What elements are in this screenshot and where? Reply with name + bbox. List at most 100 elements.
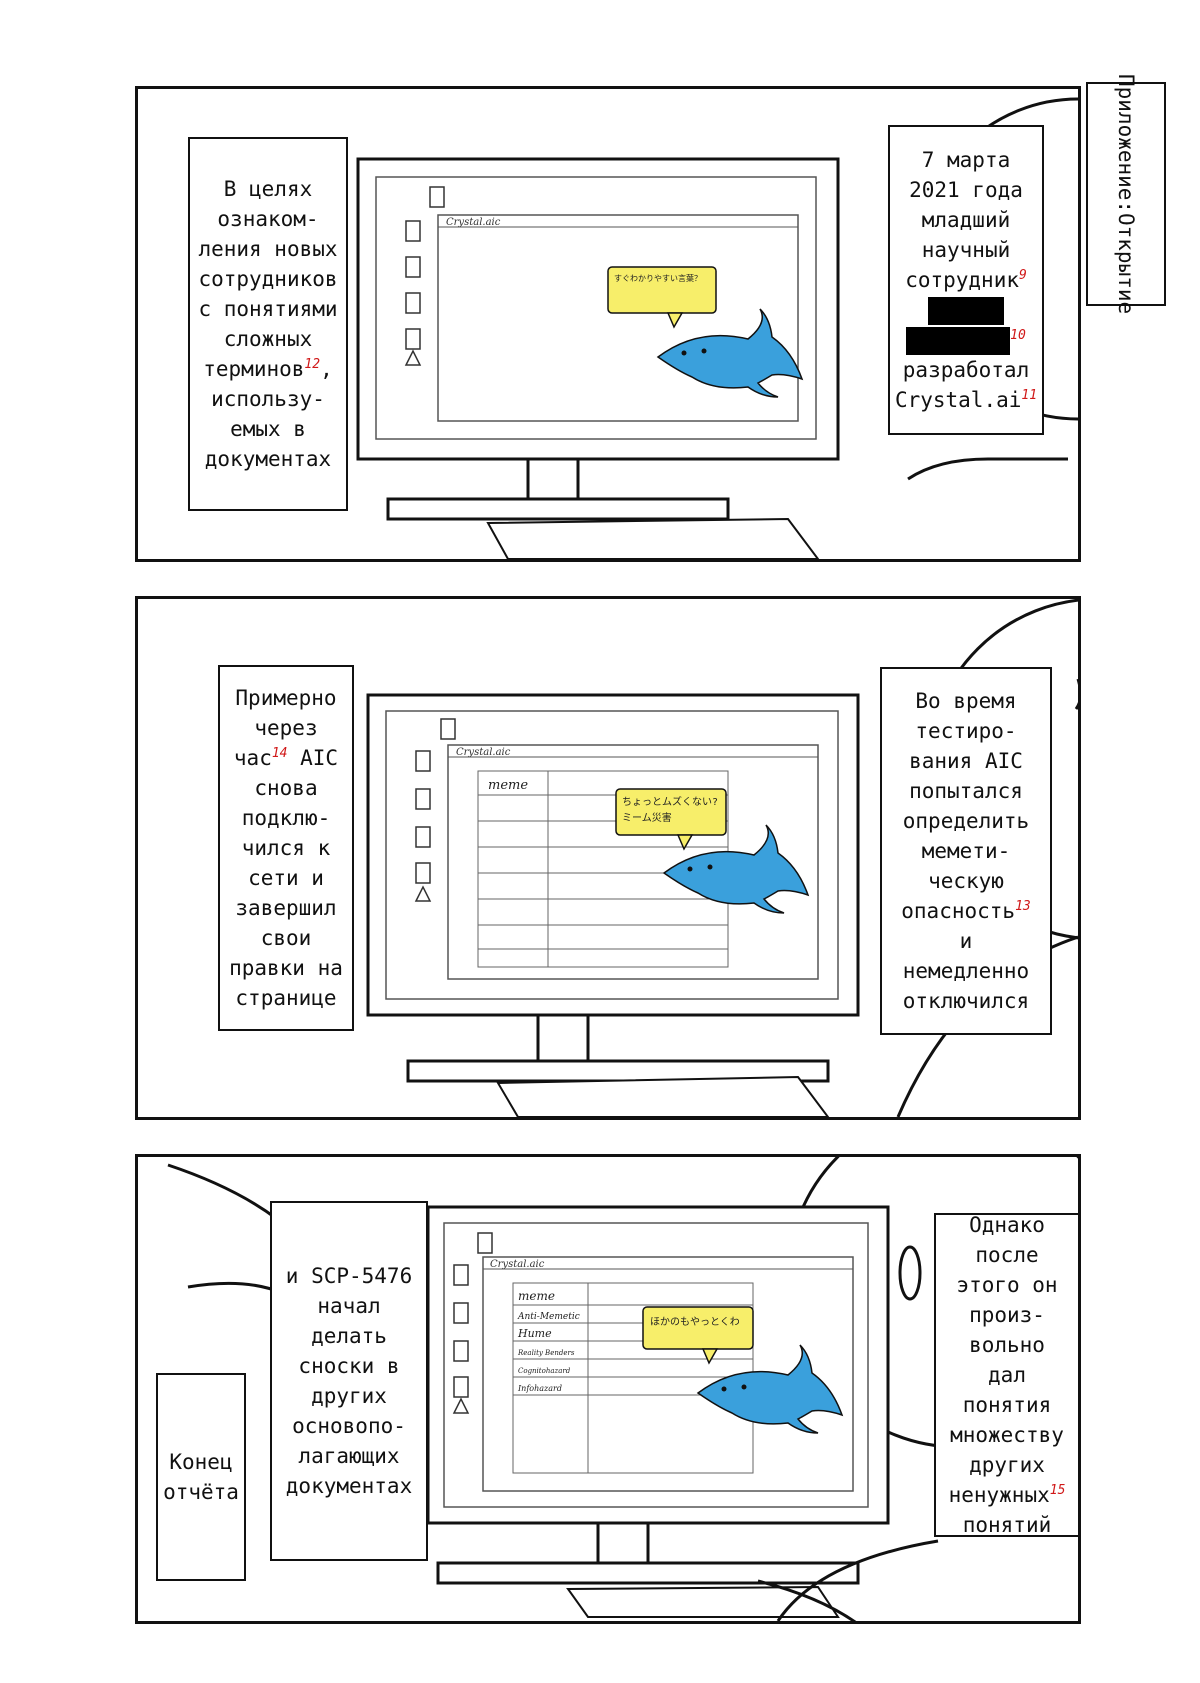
- panel1-art: Crystal.aic すぐわかりやすい言葉？: [356, 97, 1078, 559]
- caption-line: и SCP-5476: [285, 1264, 413, 1288]
- caption-text: ненужных: [948, 1483, 1050, 1507]
- table-header: meme: [488, 778, 528, 793]
- caption-line: через: [254, 716, 318, 740]
- caption-line: отчёта: [163, 1480, 239, 1504]
- caption-line: странице: [235, 986, 337, 1010]
- caption-line: младший: [921, 208, 1011, 232]
- caption-line: лагающих: [298, 1444, 400, 1468]
- caption-line: В целях: [223, 177, 313, 201]
- footnote-marker[interactable]: 12: [304, 357, 321, 372]
- speech-bubble: [607, 266, 717, 314]
- caption-line: ненужных15: [949, 1480, 1066, 1510]
- caption-line: документах: [285, 1474, 413, 1498]
- caption-line: емых в: [230, 417, 306, 441]
- caption-line: сети и: [248, 866, 324, 890]
- caption-line: ознаком-: [217, 207, 319, 231]
- speech-bubble: [615, 788, 727, 836]
- app-window: [437, 214, 799, 422]
- speech-bubble: [642, 1306, 754, 1350]
- desktop-icons: [414, 718, 456, 902]
- caption-line: разработал: [902, 358, 1030, 382]
- caption-line: отключился: [902, 989, 1030, 1013]
- caption-line: сотрудник9: [895, 265, 1037, 295]
- bubble-text-line2: ミーム災害: [622, 811, 672, 824]
- caption-line: снова: [254, 776, 318, 800]
- caption-text: опасность: [901, 899, 1016, 923]
- caption-line: сноски в: [298, 1354, 400, 1378]
- footnote-marker[interactable]: 13: [1015, 899, 1031, 914]
- caption-text: Crystal.ai: [894, 388, 1022, 412]
- caption-line: час14 AIC: [229, 743, 343, 773]
- caption-line: научный: [921, 238, 1011, 262]
- app-window-title: Crystal.aic: [456, 747, 511, 758]
- panel3-art: Crystal.aic meme Anti-Memetic Hume Reali…: [167, 1157, 1078, 1621]
- caption-line: чился к: [241, 836, 331, 860]
- caption-line: 7 марта: [921, 148, 1011, 172]
- bubble-text-line1: ちょっとムズくない?: [622, 795, 718, 808]
- comic-panel-3: Crystal.aic meme Anti-Memetic Hume Reali…: [135, 1154, 1081, 1624]
- appendix-title-line1: Приложение:: [1114, 73, 1138, 213]
- footnote-marker[interactable]: 10: [1010, 328, 1026, 343]
- panel3-end-caption: Конец отчёта: [156, 1373, 246, 1581]
- table-row: Reality Benders: [517, 1349, 575, 1357]
- caption-line: тестиро-: [915, 719, 1017, 743]
- caption-text: сотрудник: [905, 268, 1019, 292]
- appendix-title-line2: Открытие: [1114, 212, 1138, 315]
- caption-line: документах: [204, 447, 332, 471]
- caption-line: сотрудников: [198, 267, 338, 291]
- caption-line: немедленно: [902, 959, 1030, 983]
- caption-line: понятия: [962, 1393, 1052, 1417]
- footnote-marker[interactable]: 11: [1021, 388, 1038, 403]
- bubble-text: ほかのもやっとくわ: [650, 1316, 740, 1328]
- table-row: meme: [518, 1289, 555, 1303]
- redaction-bar: [906, 327, 1011, 355]
- caption-text: час: [233, 746, 272, 770]
- caption-line: этого он: [956, 1273, 1058, 1297]
- app-window-title: Crystal.aic: [490, 1259, 545, 1270]
- caption-line: делать: [311, 1324, 387, 1348]
- caption-line: попытался: [909, 779, 1023, 803]
- caption-line: сложных: [223, 327, 313, 351]
- caption-line: основопо-: [292, 1414, 406, 1438]
- caption-line: терминов12,: [198, 354, 337, 384]
- panel3-left-caption: и SCP-5476 начал делать сноски в других …: [270, 1201, 428, 1561]
- table-row: Hume: [517, 1327, 552, 1340]
- redacted-line: 10: [895, 325, 1037, 355]
- redaction-bar: [928, 297, 1004, 325]
- comic-panel-2: Crystal.aic meme ちょっとムズくない? ミーム災害: [135, 596, 1081, 1120]
- panel3-right-caption: Однако после этого он произ- вольно дал …: [934, 1213, 1078, 1537]
- caption-line: вольно: [969, 1333, 1045, 1357]
- appendix-title: Приложение: Открытие: [1086, 74, 1166, 314]
- caption-line: свои: [260, 926, 312, 950]
- caption-line: вания AIC: [909, 749, 1023, 773]
- caption-line: Crystal.ai11: [895, 385, 1037, 415]
- caption-line: и: [959, 929, 973, 953]
- caption-text: AIC: [287, 746, 339, 770]
- caption-text: ,: [320, 357, 333, 381]
- caption-line: понятий: [962, 1513, 1052, 1537]
- caption-line: завершил: [235, 896, 337, 920]
- footnote-marker[interactable]: 9: [1018, 268, 1027, 283]
- comic-panel-1: Crystal.aic すぐわかりやすい言葉？ В целях ознаком-…: [135, 86, 1081, 562]
- caption-text: терминов: [203, 357, 305, 381]
- caption-line: Однако: [969, 1213, 1045, 1237]
- caption-line: правки на: [229, 956, 343, 980]
- footnote-marker[interactable]: 14: [271, 746, 288, 761]
- panel1-right-caption: 7 марта 2021 года младший научный сотруд…: [888, 125, 1044, 435]
- bubble-text: すぐわかりやすい言葉？: [614, 273, 702, 283]
- caption-line: множеству: [950, 1423, 1064, 1447]
- table-row: Anti-Memetic: [517, 1312, 580, 1322]
- panel2-right-caption: Во время тестиро- вания AIC попытался оп…: [880, 667, 1052, 1035]
- shark-mascot-icon: [696, 1344, 844, 1434]
- app-window-title: Crystal.aic: [446, 217, 501, 228]
- desktop-icons: [404, 186, 445, 366]
- caption-line: других: [969, 1453, 1045, 1477]
- caption-line: ческую: [928, 869, 1004, 893]
- footnote-marker[interactable]: 15: [1049, 1483, 1066, 1498]
- caption-line: после: [975, 1243, 1039, 1267]
- caption-line: дал: [988, 1363, 1026, 1387]
- shark-mascot-icon: [662, 824, 810, 914]
- panel2-left-caption: Примерно через час14 AIC снова подклю- ч…: [218, 665, 354, 1031]
- table-row: Cognitohazard: [518, 1367, 571, 1375]
- panel1-left-caption: В целях ознаком- ления новых сотрудников…: [188, 137, 348, 511]
